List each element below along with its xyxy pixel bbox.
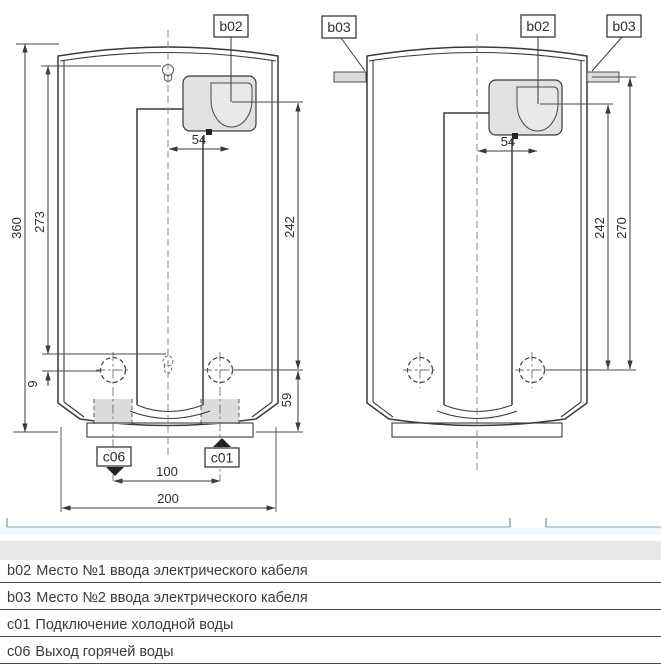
callout-c01-label: c01 bbox=[211, 450, 234, 466]
dim-cable-entry-height-left: 242 bbox=[282, 102, 301, 370]
legend-text: Подключение холодной воды bbox=[35, 617, 234, 633]
legend-row-c06: c06 Выход горячей воды bbox=[0, 637, 661, 664]
legend-text: Выход горячей воды bbox=[35, 644, 174, 660]
dim-side-entry-height: 270 bbox=[614, 77, 633, 370]
dim-cable-offset-right: 54 bbox=[477, 134, 538, 154]
dim-text-9: 9 bbox=[25, 380, 40, 387]
dim-text-242-right: 242 bbox=[592, 217, 607, 239]
dim-cable-offset-left: 54 bbox=[168, 132, 230, 152]
dim-text-273: 273 bbox=[32, 211, 47, 233]
legend-row-b02: b02 Место №1 ввода электрического кабеля bbox=[0, 560, 661, 583]
dim-text-242-left: 242 bbox=[282, 216, 297, 238]
dim-bottom-to-pipes: 59 bbox=[279, 370, 301, 432]
dim-text-59: 59 bbox=[279, 393, 294, 407]
legend-header-band bbox=[0, 541, 661, 560]
cable-grommet bbox=[516, 86, 559, 132]
left-extension-lines bbox=[13, 43, 303, 512]
dim-cable-entry-height-right: 242 bbox=[592, 104, 611, 370]
legend-text: Место №2 ввода электрического кабеля bbox=[36, 590, 308, 606]
cable-entry-mark bbox=[206, 129, 212, 135]
right-view: 242 270 54 b03 b02 b03 bbox=[321, 14, 642, 470]
legend: b02 Место №1 ввода электрического кабеля… bbox=[0, 541, 661, 664]
right-extension-lines bbox=[540, 76, 636, 371]
technical-drawing: 360 273 9 242 59 54 100 200 bbox=[0, 14, 661, 535]
callout-b03-right: b03 bbox=[591, 14, 642, 72]
dim-hanger-to-pipes: 9 bbox=[25, 371, 51, 388]
left-pedestal bbox=[86, 422, 254, 438]
dim-text-100: 100 bbox=[156, 464, 178, 479]
dim-overall-width: 200 bbox=[61, 491, 276, 511]
legend-code: b03 bbox=[7, 590, 32, 606]
callout-b02-right: b02 bbox=[520, 14, 556, 104]
dim-overall-height: 360 bbox=[9, 43, 28, 433]
dim-text-360: 360 bbox=[9, 217, 24, 239]
right-electronics-box bbox=[488, 79, 563, 139]
legend-code: b02 bbox=[7, 563, 32, 579]
flow-arrow-down bbox=[106, 467, 124, 476]
left-electronics-box bbox=[182, 75, 257, 135]
right-pipe-circle-left bbox=[403, 352, 437, 388]
dim-text-54-right: 54 bbox=[501, 134, 515, 149]
legend-code: c01 bbox=[7, 617, 31, 633]
callout-b02-left: b02 bbox=[213, 14, 249, 102]
callout-c01: c01 bbox=[204, 438, 240, 468]
legend-text: Место №1 ввода электрического кабеля bbox=[36, 563, 308, 579]
cable-grommet bbox=[210, 82, 253, 128]
left-view: 360 273 9 242 59 54 100 200 bbox=[9, 14, 303, 512]
callout-c06: c06 bbox=[96, 446, 132, 476]
dim-text-54-left: 54 bbox=[192, 132, 206, 147]
dim-text-200: 200 bbox=[157, 491, 179, 506]
hanger-keyhole-bottom bbox=[162, 355, 174, 375]
legend-code: c06 bbox=[7, 644, 31, 660]
callout-b02-left-label: b02 bbox=[219, 18, 243, 34]
right-cover-seam bbox=[436, 112, 518, 420]
callout-c06-label: c06 bbox=[103, 449, 126, 465]
hanger-keyhole-top bbox=[162, 64, 174, 83]
legend-row-c01: c01 Подключение холодной воды bbox=[0, 610, 661, 637]
cable-entry-mark bbox=[512, 133, 518, 139]
dim-text-270: 270 bbox=[614, 217, 629, 239]
callout-b02-right-label: b02 bbox=[526, 18, 550, 34]
legend-row-b03: b03 Место №2 ввода электрического кабеля bbox=[0, 583, 661, 610]
callout-b03-left-label: b03 bbox=[327, 19, 351, 35]
panel-frame-bottom bbox=[0, 518, 661, 535]
side-cable-tab-left bbox=[333, 71, 367, 83]
callout-b03-left: b03 bbox=[321, 15, 366, 72]
dim-hanger-height: 273 bbox=[32, 65, 51, 355]
callout-b03-right-label: b03 bbox=[612, 18, 636, 34]
right-pipe-circle-right bbox=[515, 352, 549, 388]
flow-arrow-up bbox=[213, 438, 231, 447]
dim-pipe-spacing: 100 bbox=[113, 464, 221, 484]
